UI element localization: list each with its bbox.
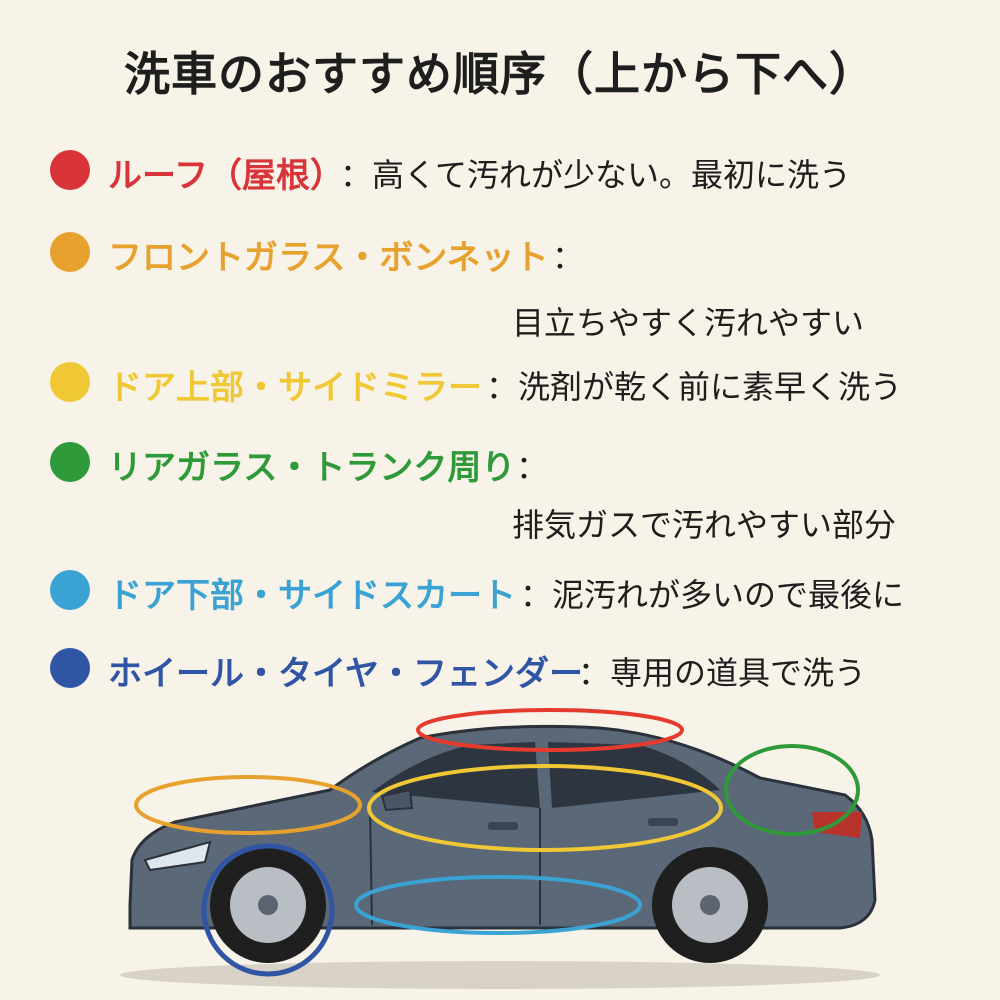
step-windshield-hood: フロントガラス・ボンネット ：	[0, 222, 1000, 282]
step-desc-door-lower: ：泥汚れが多いので最後に	[520, 576, 905, 614]
step-rear: リアガラス・トランク周り ：	[0, 432, 1000, 492]
step-label-door-lower: ドア下部・サイドスカート	[108, 576, 516, 616]
car-windows	[372, 742, 540, 808]
green-dot-icon	[50, 442, 90, 482]
step-desc-windshield-hood: 目立ちやすく汚れやすい	[512, 304, 865, 342]
step-label-roof: ルーフ（屋根）	[108, 156, 344, 196]
step-roof: ルーフ（屋根） ：高くて汚れが少ない。最初に洗う	[0, 140, 1000, 200]
wheel-highlight	[201, 843, 335, 977]
door-lower-highlight	[354, 875, 642, 935]
side-mirror	[380, 788, 414, 812]
light-blue-dot-icon	[50, 570, 90, 610]
step-desc-rear: 排気ガスで汚れやすい部分	[512, 506, 897, 544]
car-illustration	[120, 708, 880, 989]
yellow-dot-icon	[50, 362, 90, 402]
step-label-door-upper: ドア上部・サイドミラー	[108, 368, 482, 408]
windshield-hood-highlight	[134, 775, 362, 835]
orange-dot-icon	[50, 232, 90, 272]
front-wheel	[210, 847, 326, 963]
rear-highlight	[724, 744, 860, 836]
step-wheels: ホイール・タイヤ・フェンダー ：専用の道具で洗う	[0, 638, 1000, 698]
step-door-upper: ドア上部・サイドミラー ：洗剤が乾く前に素早く洗う	[0, 352, 1000, 412]
step-desc-wheels: ：専用の道具で洗う	[578, 654, 867, 692]
step-label-rear: リアガラス・トランク周り	[108, 448, 516, 488]
rear-wheel	[652, 847, 768, 963]
step-door-lower: ドア下部・サイドスカート ：泥汚れが多いので最後に	[0, 560, 1000, 620]
red-dot-icon	[50, 150, 90, 190]
step-colon-windshield-hood: ：	[552, 238, 585, 276]
page-title: 洗車のおすすめ順序（上から下へ）	[124, 47, 876, 101]
roof-highlight	[416, 708, 684, 752]
dark-blue-dot-icon	[50, 648, 90, 688]
step-desc-door-upper: ：洗剤が乾く前に素早く洗う	[486, 368, 903, 406]
door-upper-highlight	[367, 764, 723, 852]
headlight	[143, 840, 212, 872]
taillight	[812, 812, 862, 838]
step-label-wheels: ホイール・タイヤ・フェンダー	[108, 654, 583, 694]
step-label-windshield-hood: フロントガラス・ボンネット	[108, 238, 549, 278]
step-colon-rear: ：	[516, 448, 549, 486]
step-desc-roof: ：高くて汚れが少ない。最初に洗う	[340, 156, 852, 194]
